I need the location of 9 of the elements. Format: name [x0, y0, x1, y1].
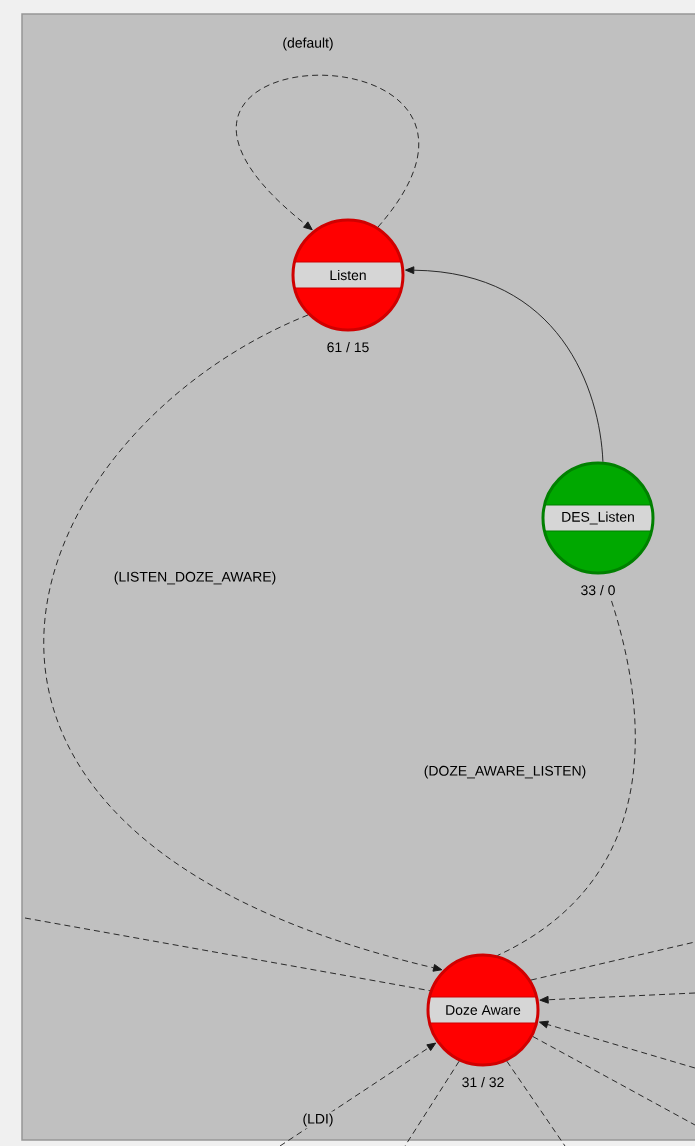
arrow	[405, 266, 604, 463]
count-label: 31 / 32	[462, 1076, 504, 1088]
arrow	[538, 1020, 695, 1069]
count-label: 61 / 15	[327, 341, 369, 353]
count-label: 33 / 0	[581, 584, 615, 596]
arrow	[237, 74, 420, 231]
arrow	[279, 1042, 437, 1146]
arrow	[43, 314, 443, 972]
arrow	[539, 992, 695, 1004]
